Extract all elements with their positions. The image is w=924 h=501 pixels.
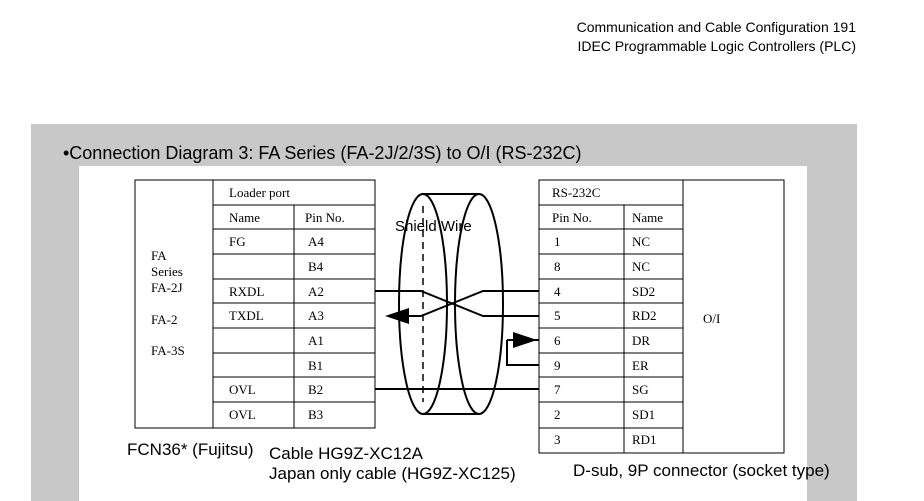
device-label-line: FA	[151, 248, 167, 263]
cable-model-label: Cable HG9Z-XC12A	[269, 444, 424, 463]
right-row-pin: 6	[554, 333, 561, 348]
left-row-pin: A4	[308, 234, 324, 249]
right-row-pin: 3	[554, 432, 561, 447]
left-row-pin: A1	[308, 333, 324, 348]
connection-diagram: Loader port Name Pin No. FG A4 B4 RXDL A…	[79, 166, 830, 501]
section-title: •Connection Diagram 3: FA Series (FA-2J/…	[63, 143, 582, 163]
right-row-pin: 7	[554, 382, 561, 397]
left-col-name: Name	[229, 210, 260, 225]
cable-alt-label: Japan only cable (HG9Z-XC125)	[269, 464, 516, 483]
header-title: Communication and Cable Configuration 19…	[576, 19, 856, 35]
right-row-name: SD1	[632, 407, 655, 422]
left-row-name: OVL	[229, 382, 256, 397]
left-row-name: OVL	[229, 407, 256, 422]
right-row-name: SG	[632, 382, 649, 397]
rs232c-title: RS-232C	[552, 185, 600, 200]
txdl-arrow-icon	[385, 308, 409, 324]
right-row-name: NC	[632, 259, 650, 274]
right-row-pin: 8	[554, 259, 561, 274]
left-row-pin: B3	[308, 407, 323, 422]
header-subtitle: IDEC Programmable Logic Controllers (PLC…	[577, 38, 856, 54]
left-row-pin: A2	[308, 284, 324, 299]
right-row-name: ER	[632, 358, 649, 373]
dr-arrow-icon	[513, 332, 537, 348]
left-row-name: FG	[229, 234, 246, 249]
loader-port-title: Loader port	[229, 185, 290, 200]
right-table-frame	[538, 179, 785, 454]
right-row-name: SD2	[632, 284, 655, 299]
oi-device-label: O/I	[703, 311, 720, 326]
left-row-pin: A3	[308, 308, 324, 323]
right-row-pin: 1	[554, 234, 561, 249]
device-label-line: FA-3S	[151, 343, 185, 358]
left-row-name: RXDL	[229, 284, 264, 299]
left-row-pin: B2	[308, 382, 323, 397]
right-row-name: DR	[632, 333, 650, 348]
right-row-pin: 9	[554, 358, 561, 373]
left-row-pin: B4	[308, 259, 324, 274]
right-col-name: Name	[632, 210, 663, 225]
device-label-line: FA-2	[151, 312, 177, 327]
right-row-name: RD1	[632, 432, 657, 447]
left-table-frame	[134, 179, 376, 429]
right-col-pin: Pin No.	[552, 210, 592, 225]
left-row-name: TXDL	[229, 308, 264, 323]
device-label-line: Series	[151, 264, 183, 279]
right-row-pin: 5	[554, 308, 561, 323]
right-row-pin: 2	[554, 407, 561, 422]
right-row-name: RD2	[632, 308, 657, 323]
right-row-pin: 4	[554, 284, 561, 299]
device-label-line: FA-2J	[151, 280, 183, 295]
shield-wire-label: Shield Wire	[395, 218, 472, 235]
left-connector-label: FCN36* (Fujitsu)	[127, 440, 254, 459]
wiring-diagram: Loader port Name Pin No. FG A4 B4 RXDL A…	[127, 179, 830, 483]
right-connector-label: D-sub, 9P connector (socket type)	[573, 461, 830, 480]
left-row-pin: B1	[308, 358, 323, 373]
left-col-pin: Pin No.	[305, 210, 345, 225]
right-row-name: NC	[632, 234, 650, 249]
